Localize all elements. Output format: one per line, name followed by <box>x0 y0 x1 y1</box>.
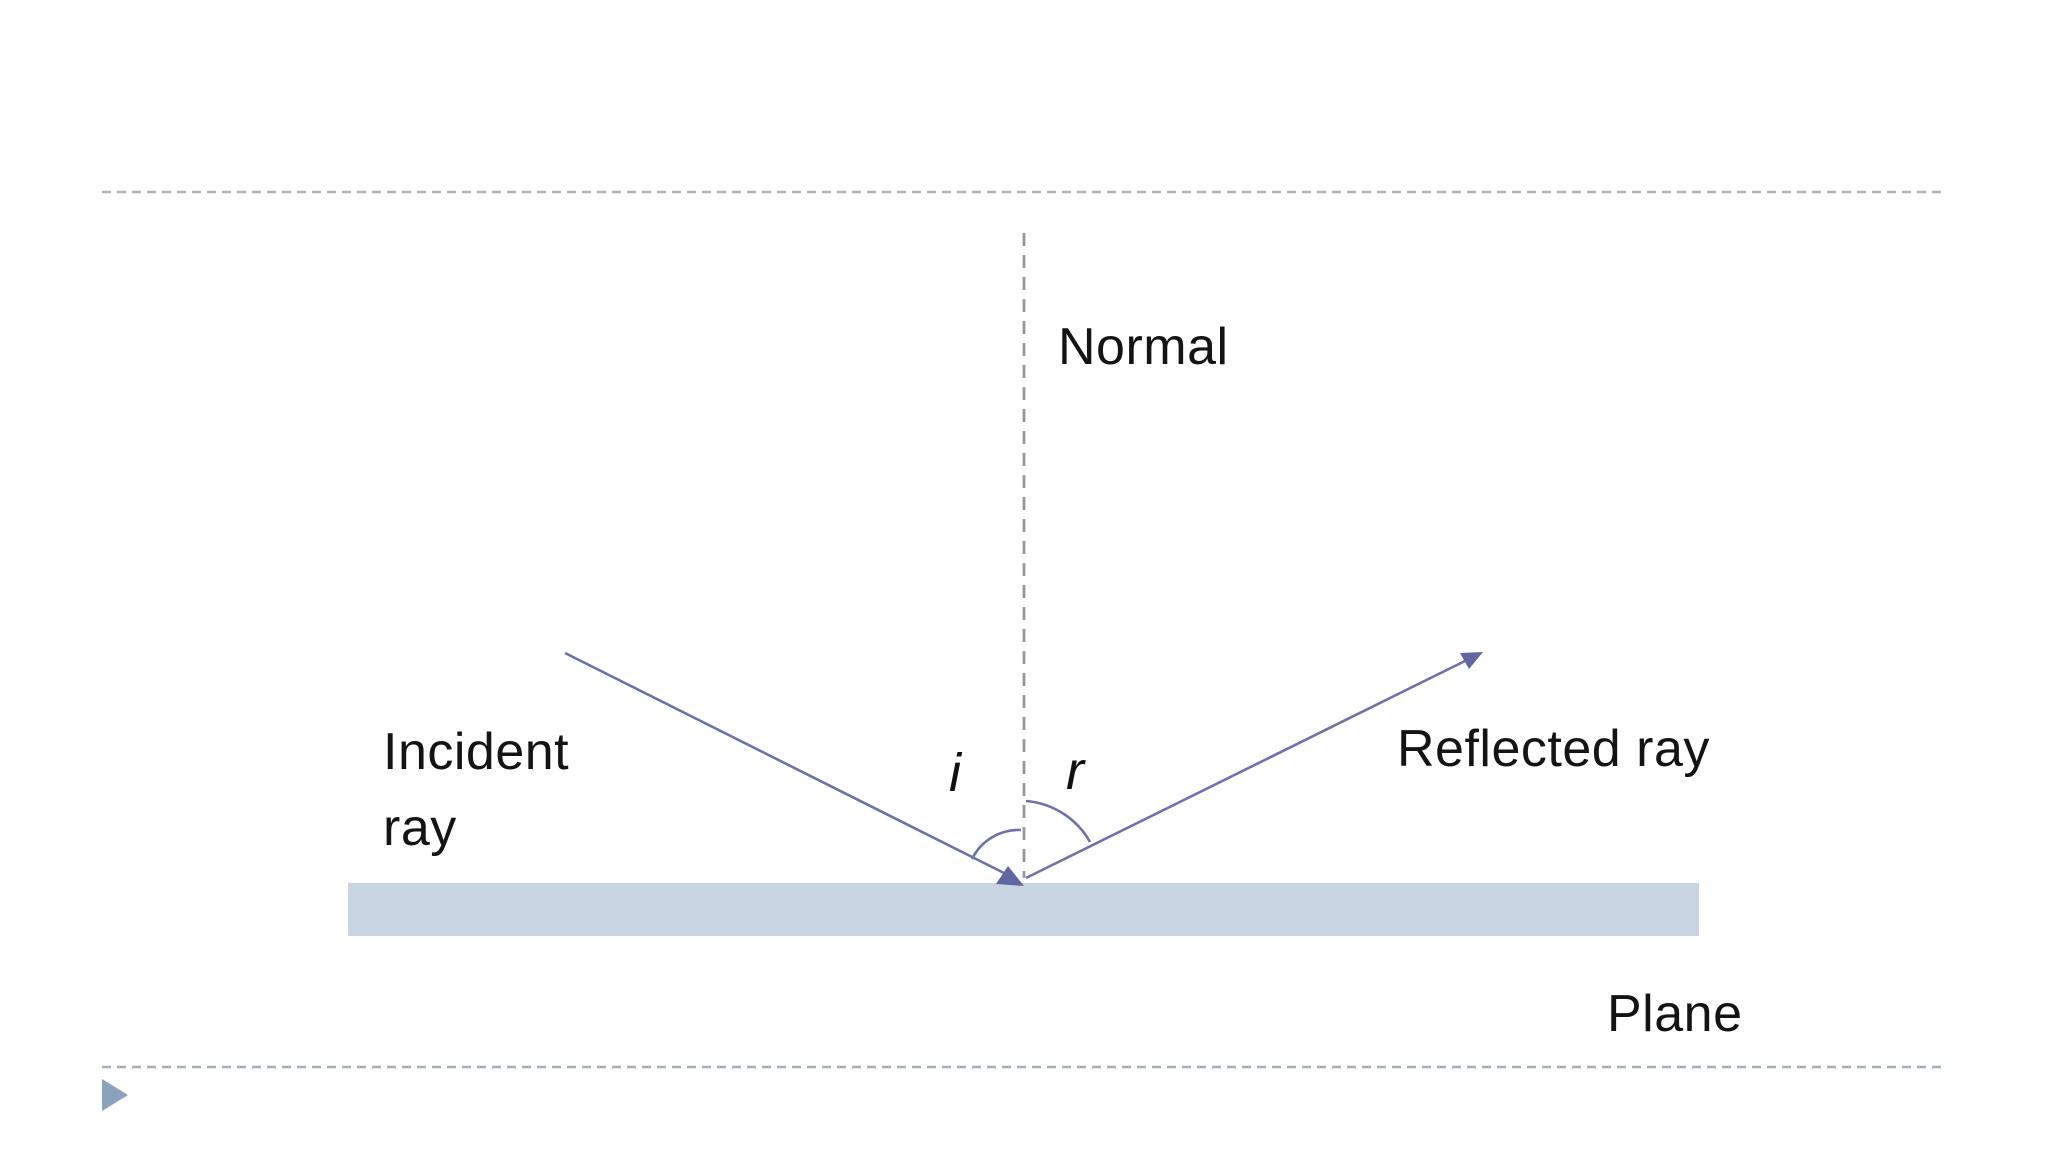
incident-ray-arrowhead <box>996 866 1024 886</box>
angle-of-incidence-label: i <box>949 743 961 803</box>
plane-label: Plane <box>1607 985 1743 1043</box>
incident-ray-label: Incident ray <box>383 723 570 857</box>
reflected-ray-line <box>1025 658 1468 880</box>
normal-label: Normal <box>1058 318 1229 376</box>
angle-i-arc <box>970 828 1022 860</box>
angle-of-reflection-label: r <box>1066 741 1084 801</box>
plane-surface-rect <box>348 883 1699 936</box>
reflected-ray-label: Reflected ray <box>1397 720 1710 778</box>
play-triangle-icon <box>102 1079 128 1111</box>
angle-r-arc <box>1025 799 1092 843</box>
reflected-ray-arrowhead <box>1460 652 1483 669</box>
incident-ray-line <box>564 651 1011 878</box>
